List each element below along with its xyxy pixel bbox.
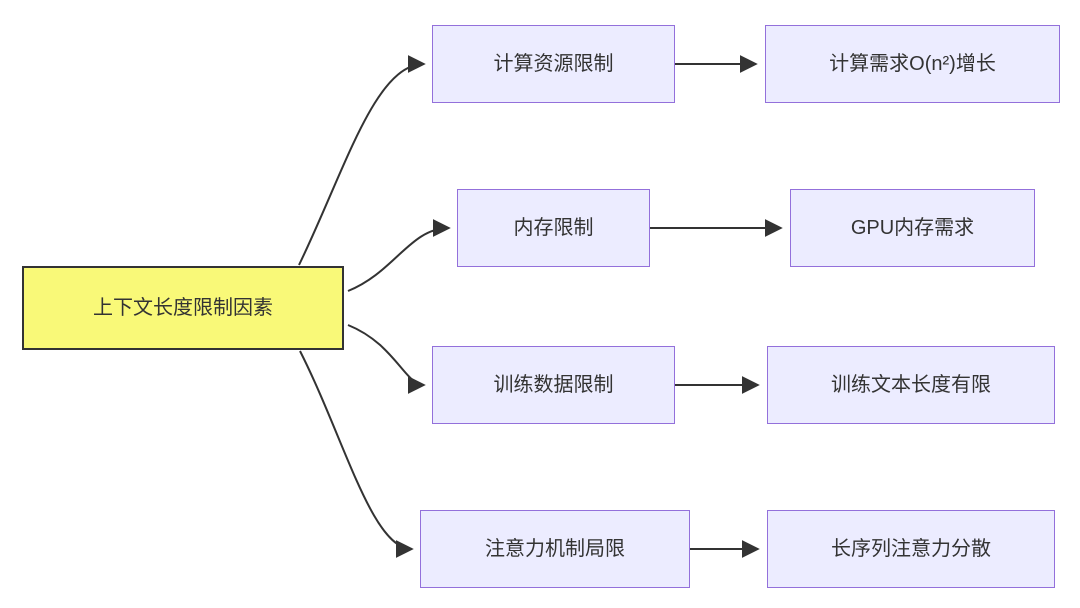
node-label: 内存限制	[513, 217, 594, 239]
node-label: 训练数据限制	[493, 374, 614, 396]
node-label: GPU内存需求	[850, 217, 975, 239]
node-label: 上下文长度限制因素	[93, 297, 273, 319]
node-compute-resource-limit: 计算资源限制	[432, 25, 675, 103]
node-root-context-length-factors: 上下文长度限制因素	[22, 266, 344, 350]
node-label: 计算需求O(n²)增长	[829, 53, 996, 75]
node-training-data-limit: 训练数据限制	[432, 346, 675, 424]
node-long-sequence-attention-dilution: 长序列注意力分散	[767, 510, 1055, 588]
edge-root-to-attention-limit	[299, 350, 414, 558]
node-memory-limit: 内存限制	[457, 189, 650, 267]
node-label: 长序列注意力分散	[831, 538, 991, 560]
node-label: 注意力机制局限	[485, 538, 625, 560]
edge-root-to-training-data-limit	[347, 324, 426, 394]
edge-root-to-memory-limit	[347, 219, 451, 292]
node-compute-demand-growth: 计算需求O(n²)增长	[765, 25, 1060, 103]
node-attention-mechanism-limit: 注意力机制局限	[420, 510, 690, 588]
node-gpu-memory-demand: GPU内存需求	[790, 189, 1035, 267]
edge-root-to-compute-limit	[298, 55, 426, 266]
node-training-text-length-limited: 训练文本长度有限	[767, 346, 1055, 424]
node-label: 计算资源限制	[493, 53, 614, 75]
node-label: 训练文本长度有限	[831, 374, 991, 396]
